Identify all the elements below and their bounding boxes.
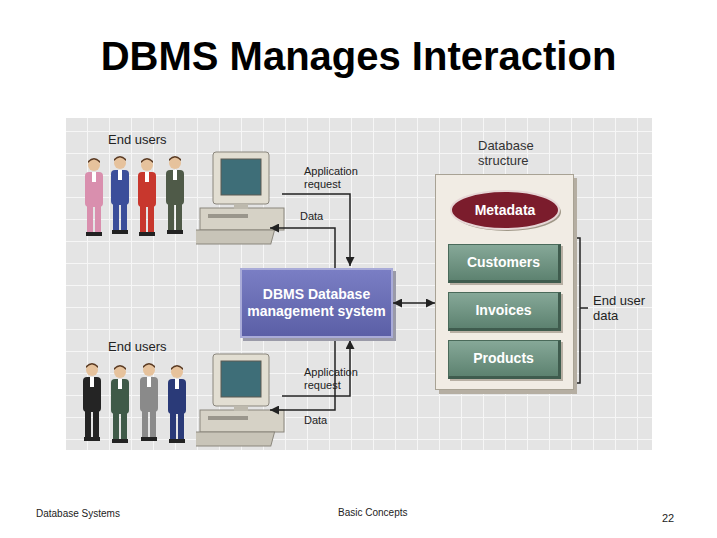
ellipse-shape <box>451 191 559 229</box>
table-box: Customers <box>448 244 561 283</box>
person-figure <box>140 363 158 441</box>
bracket-label: End user data <box>593 294 653 324</box>
arrow-label: Application request <box>304 366 366 391</box>
end-users-group <box>83 363 186 443</box>
computer-symbol <box>191 152 284 244</box>
page-number: 22 <box>662 512 702 525</box>
node-label: Invoices <box>475 302 531 319</box>
database-structure-panel: Database structureMetadataCustomersInvoi… <box>435 136 577 394</box>
computer-symbol <box>191 354 284 446</box>
table-box: Invoices <box>448 292 561 331</box>
connector-arrow <box>393 302 435 304</box>
panel-box <box>436 175 574 390</box>
node-label: Metadata <box>475 202 536 219</box>
person-figure <box>85 158 103 236</box>
panel-heading: Database structure <box>478 139 558 169</box>
footer-text: Database Systems <box>36 508 176 520</box>
node-label: Products <box>473 350 534 367</box>
slide-title: DBMS Manages Interaction <box>0 34 717 79</box>
grid-background <box>66 118 652 450</box>
person-figure <box>138 158 156 236</box>
arrow-label: Data <box>300 210 340 223</box>
person-figure <box>166 156 184 234</box>
footer-text: Basic Concepts <box>338 507 478 519</box>
person-figure <box>168 365 186 443</box>
metadata-ellipse: Metadata <box>448 188 562 232</box>
arrow-label: Application request <box>304 165 366 190</box>
person-figure <box>111 156 129 234</box>
arrow-label: Data <box>304 414 344 427</box>
dbms-box: DBMS Database management system <box>240 268 393 338</box>
group-label: End users <box>108 340 198 355</box>
person-figure <box>111 365 129 443</box>
node-label: DBMS Database management system <box>246 286 387 320</box>
person-figure <box>83 363 101 441</box>
end-users-group <box>85 156 184 236</box>
table-box: Products <box>448 340 561 379</box>
request-arrow <box>282 194 350 266</box>
group-label: End users <box>108 133 198 148</box>
node-label: Customers <box>467 254 540 271</box>
data-arrow <box>270 228 335 268</box>
